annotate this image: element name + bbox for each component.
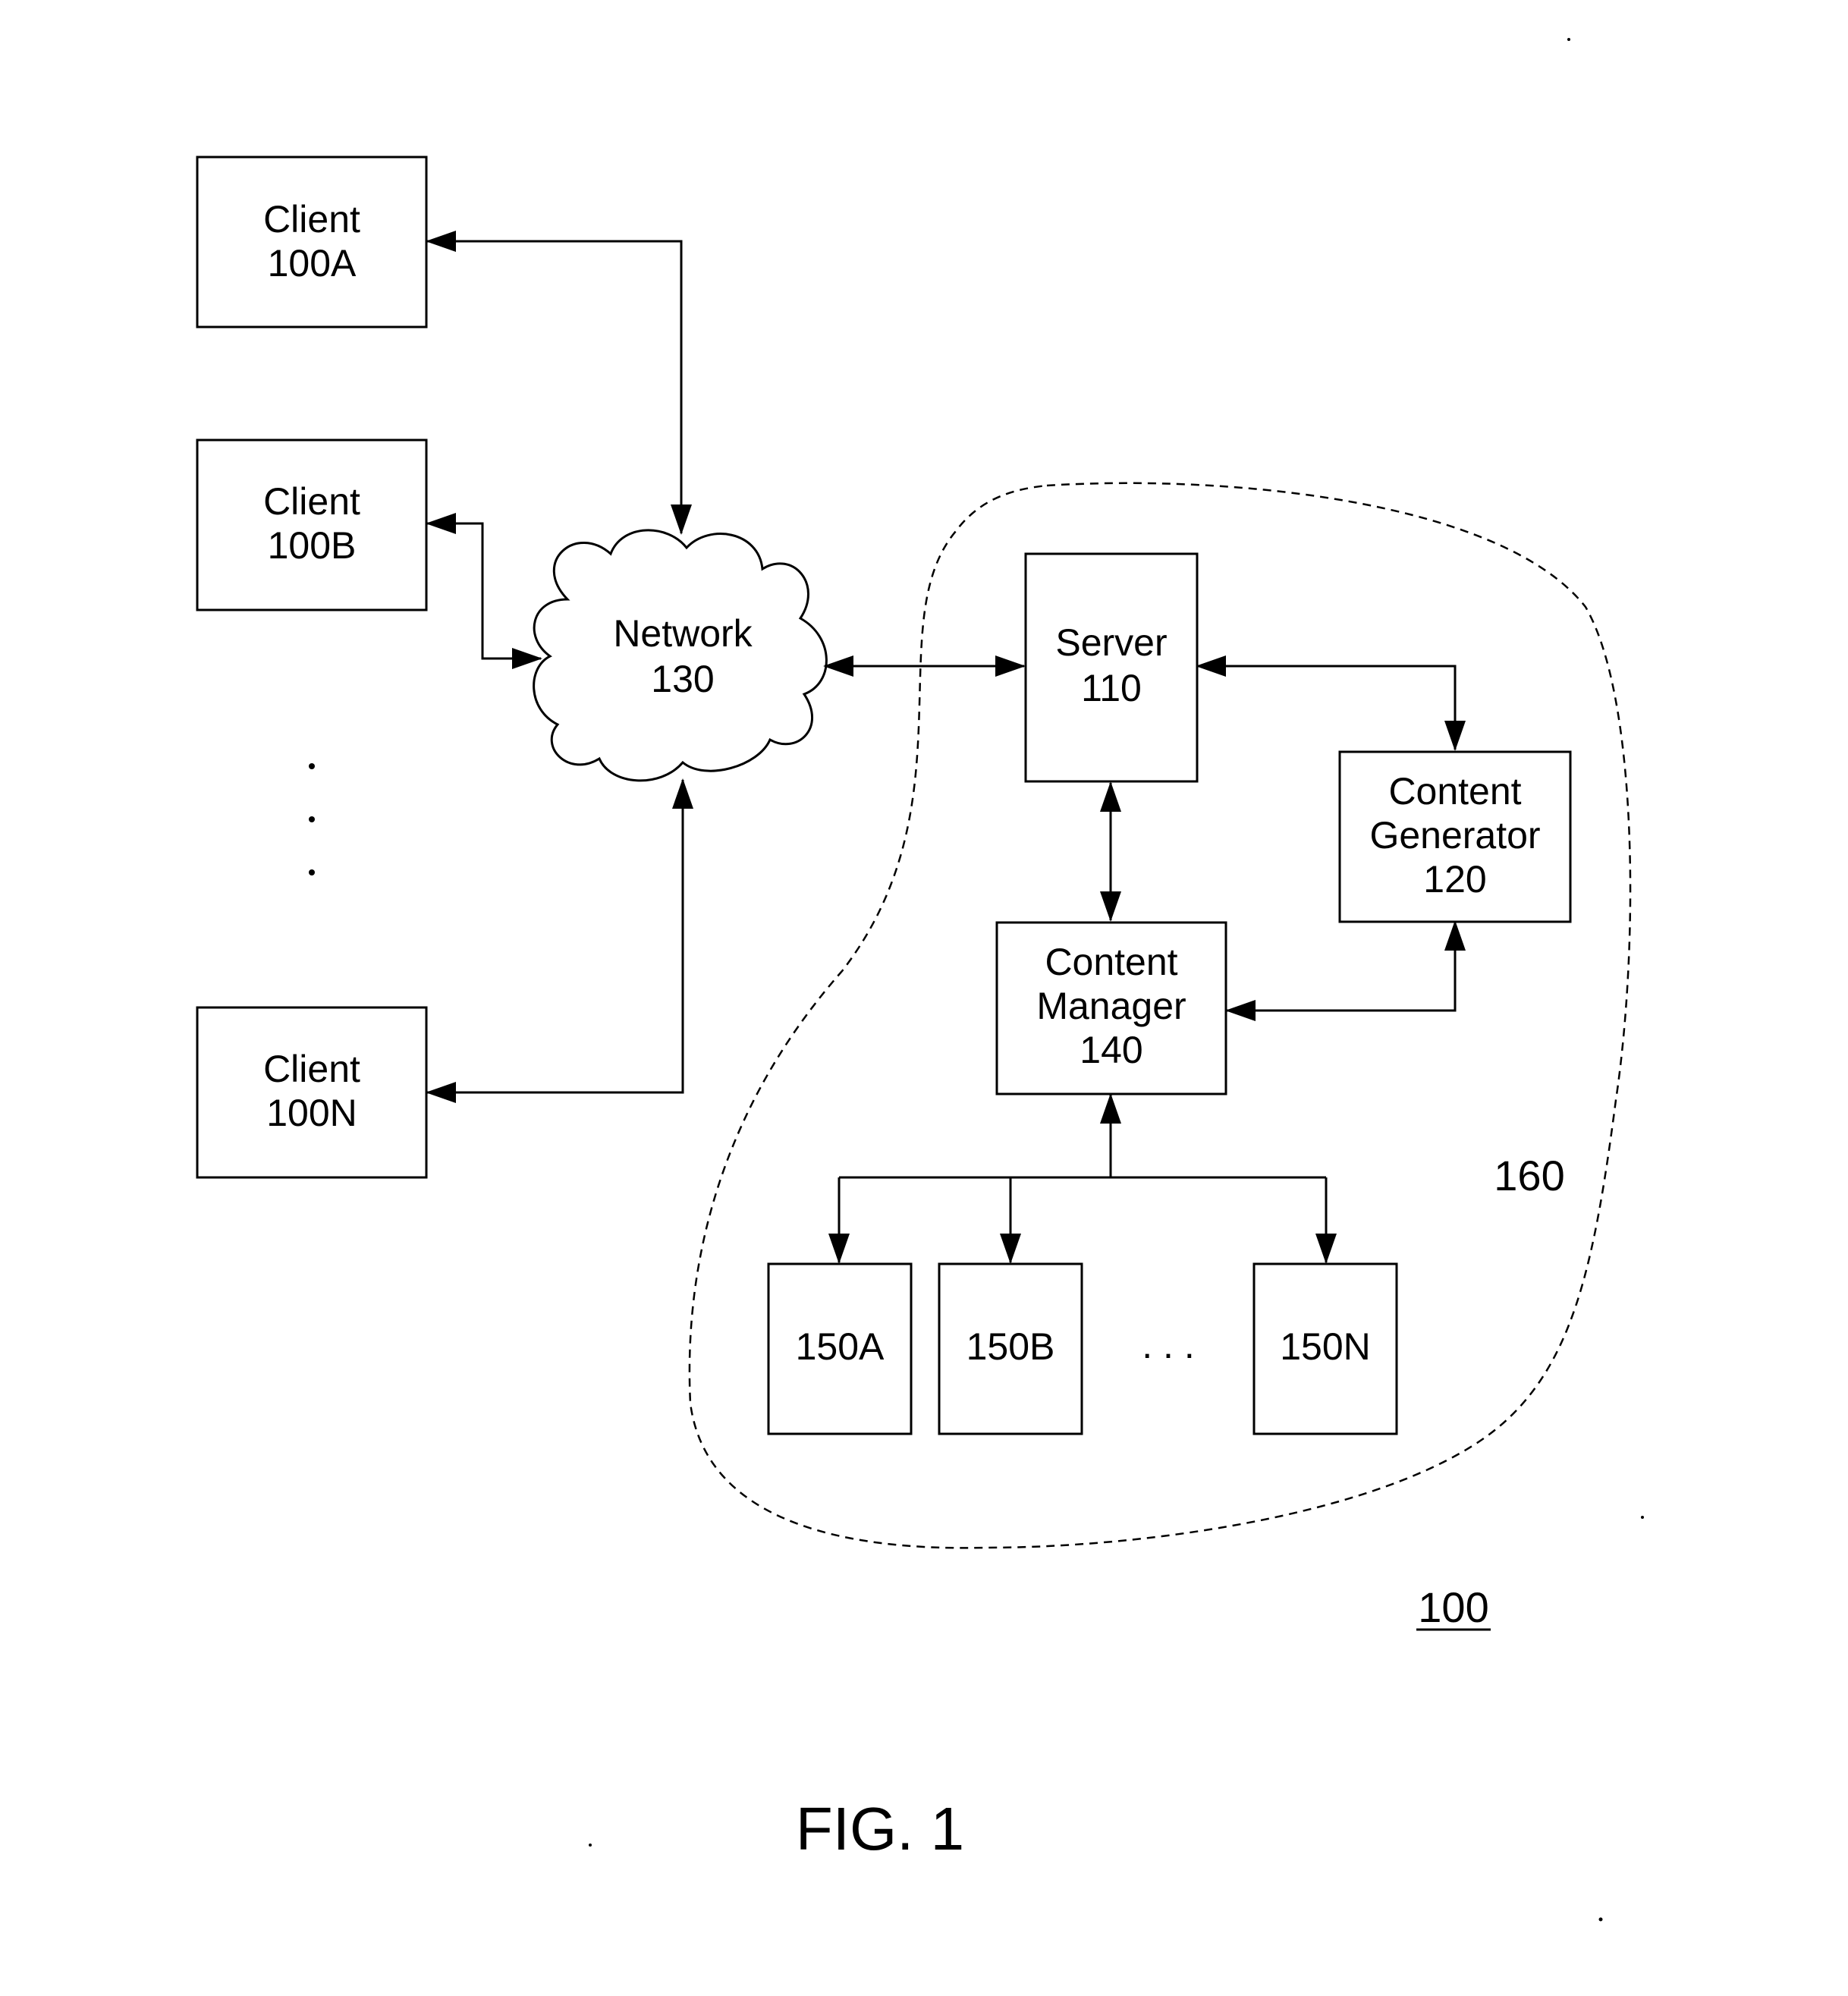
figure-caption: FIG. 1 — [796, 1795, 964, 1862]
client-100a-box: Client 100A — [197, 157, 426, 327]
connector-client-b-network — [427, 523, 541, 659]
server-number: 110 — [1081, 667, 1142, 709]
system-100-label: 100 — [1418, 1583, 1488, 1631]
content-generator-number: 120 — [1423, 858, 1486, 901]
storage-150a-box: 150A — [768, 1264, 911, 1434]
region-160-label: 160 — [1494, 1152, 1564, 1199]
connector-manager-generator — [1227, 922, 1455, 1011]
storage-150n-box: 150N — [1254, 1264, 1397, 1434]
client-100a-label: Client — [263, 198, 360, 240]
client-100b-label: Client — [263, 480, 360, 523]
network-cloud — [534, 530, 827, 781]
network-number: 130 — [651, 658, 714, 700]
client-100n-label: Client — [263, 1048, 360, 1090]
storage-150a-label: 150A — [796, 1325, 885, 1368]
content-generator-120-box: Content Generator 120 — [1340, 752, 1570, 922]
storage-150n-label: 150N — [1280, 1325, 1371, 1368]
client-100n-box: Client 100N — [197, 1007, 426, 1177]
connector-client-a-network — [427, 241, 681, 533]
storage-ellipsis: . . . — [1142, 1324, 1194, 1366]
server-110-box: Server 110 — [1026, 554, 1197, 781]
content-manager-140-box: Content Manager 140 — [997, 923, 1226, 1094]
client-100a-number: 100A — [268, 242, 357, 284]
client-100n-number: 100N — [266, 1092, 357, 1134]
server-label: Server — [1055, 621, 1167, 664]
client-ellipsis — [309, 763, 315, 875]
network-label: Network — [613, 612, 753, 655]
content-manager-label-line1: Content — [1045, 941, 1177, 983]
client-100b-number: 100B — [268, 524, 357, 567]
client-100b-box: Client 100B — [197, 440, 426, 610]
connector-server-generator — [1197, 666, 1455, 750]
content-generator-label-line2: Generator — [1369, 814, 1540, 857]
storage-150b-box: 150B — [939, 1264, 1082, 1434]
connector-client-n-network — [427, 780, 683, 1092]
content-generator-label-line1: Content — [1388, 770, 1521, 813]
content-manager-label-line2: Manager — [1036, 985, 1186, 1027]
storage-150b-label: 150B — [966, 1325, 1055, 1368]
content-manager-number: 140 — [1080, 1029, 1142, 1071]
